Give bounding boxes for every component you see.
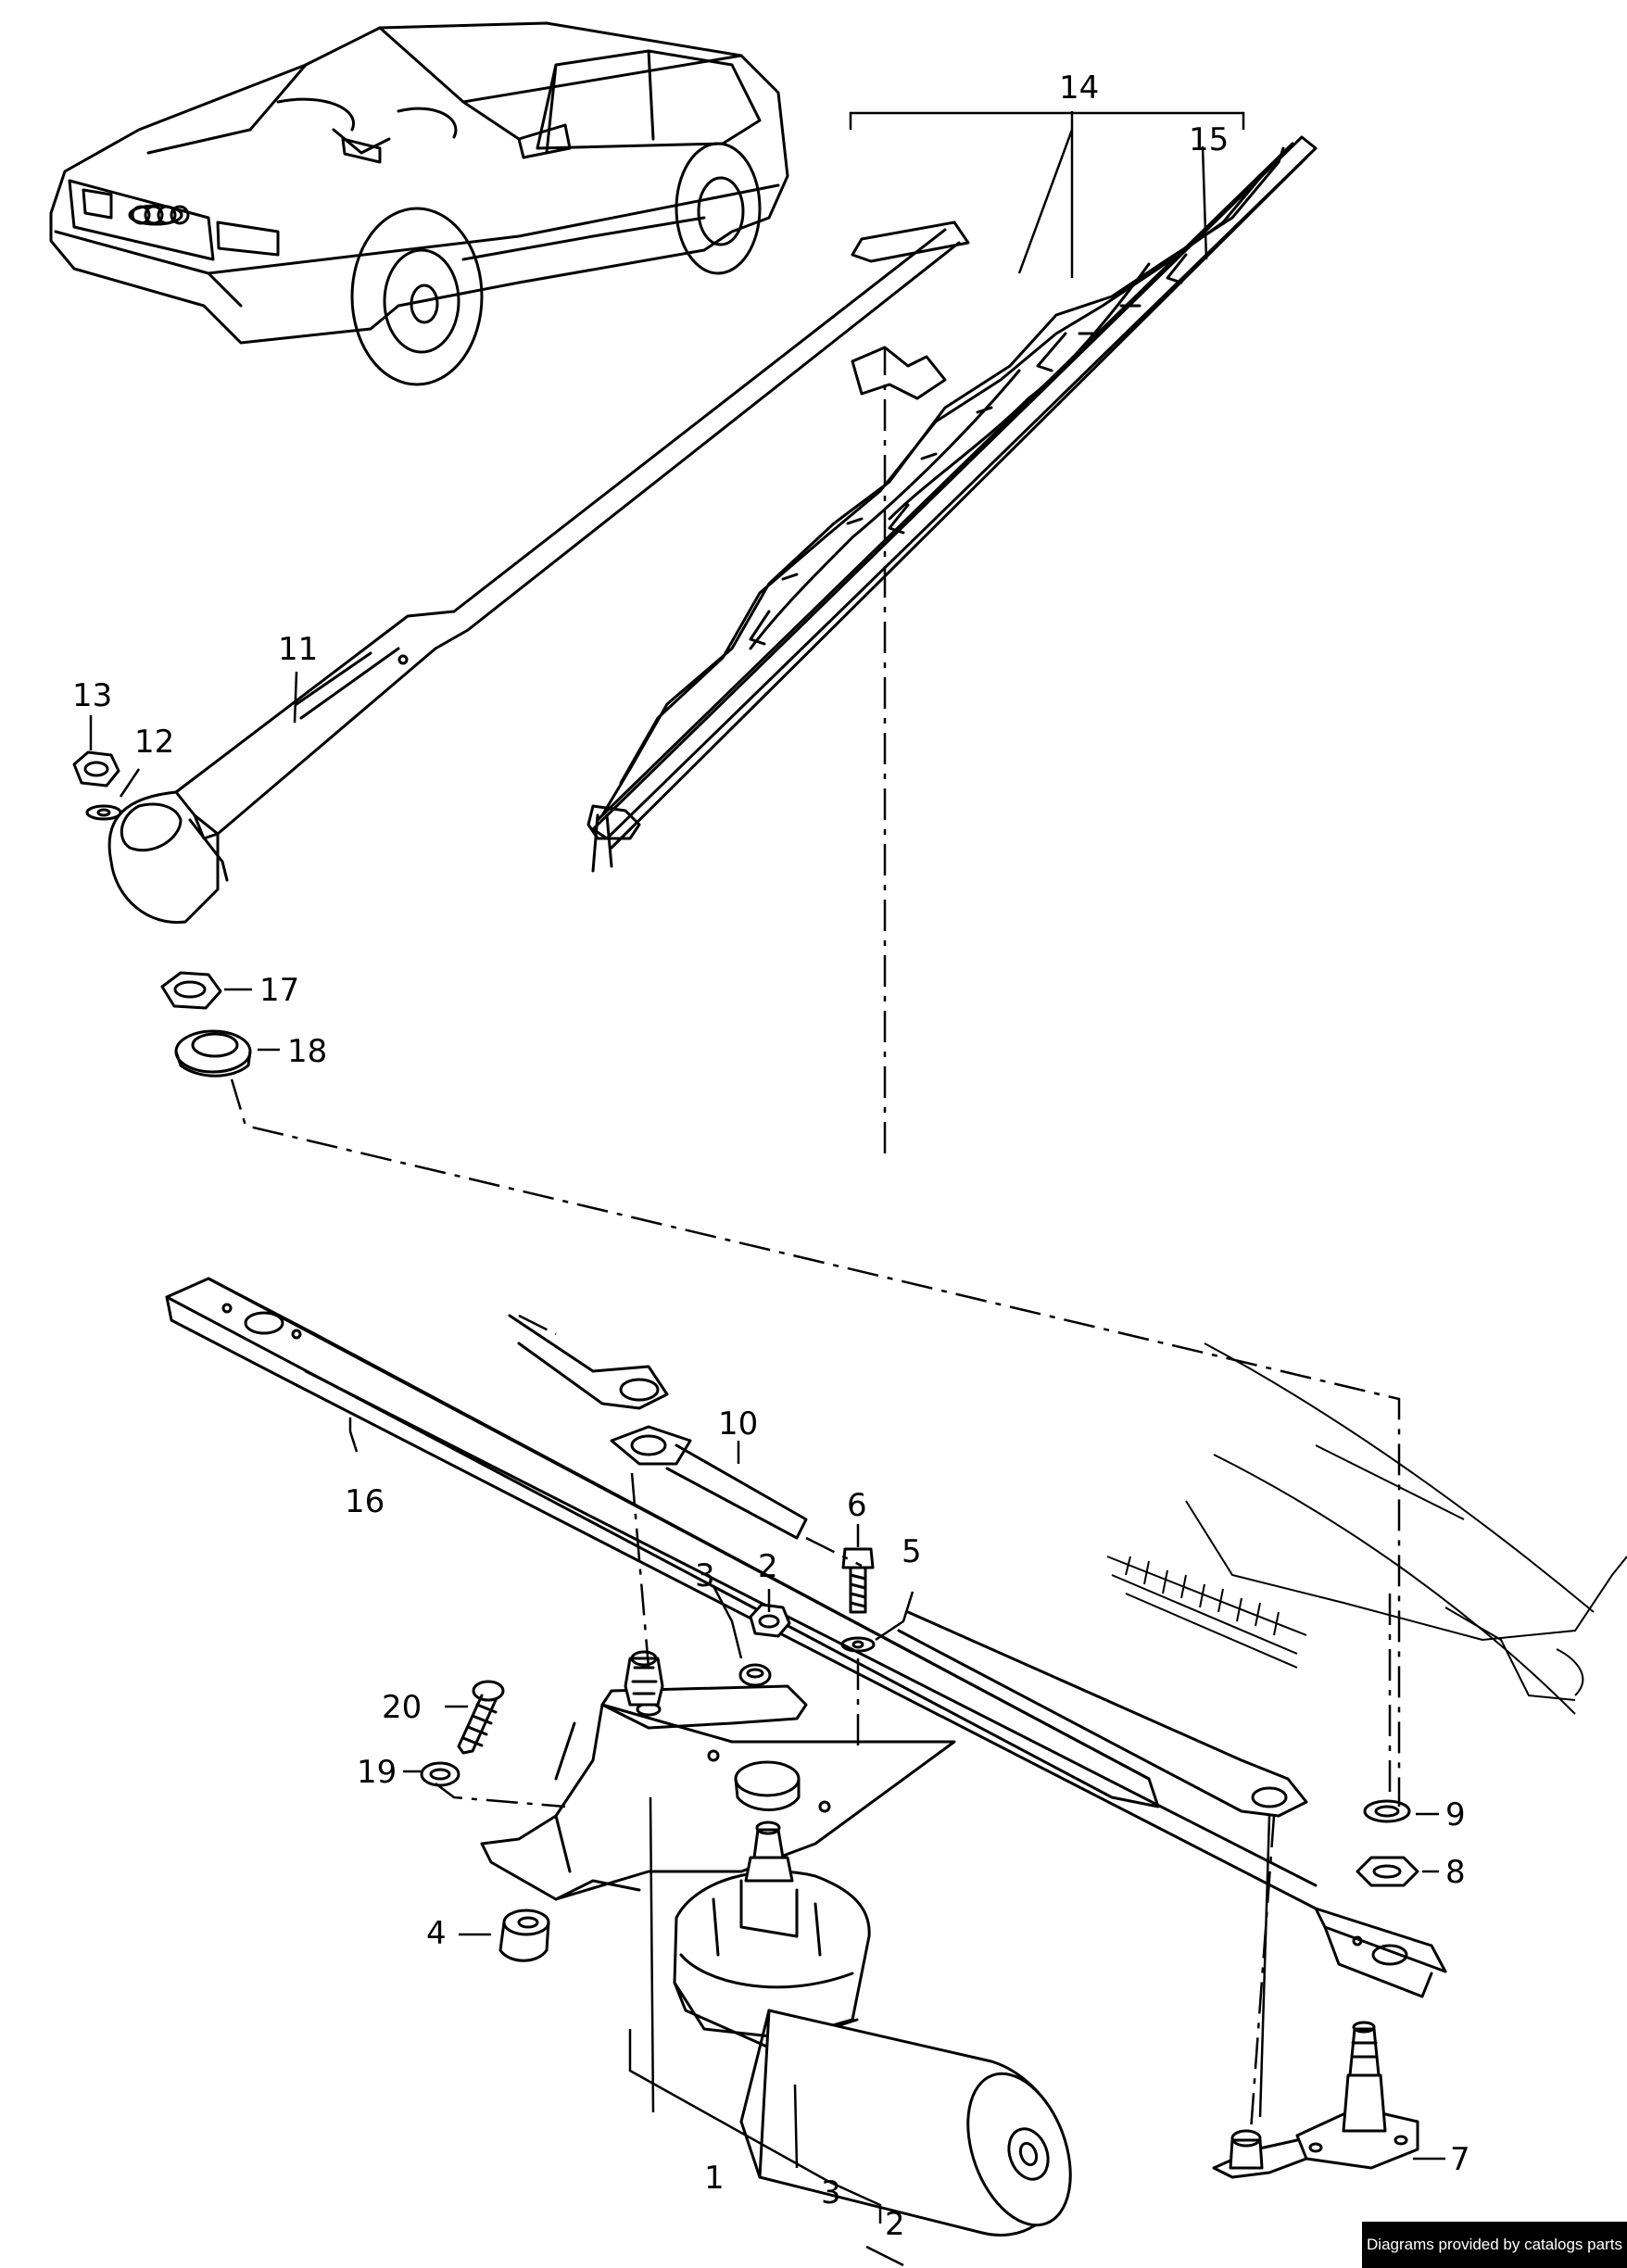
- nut-17: [160, 971, 222, 1010]
- wiper-arm: [107, 220, 970, 925]
- wiper-blade: [586, 135, 1318, 873]
- nut-13: [72, 750, 120, 788]
- callout-16: 16: [345, 1483, 385, 1520]
- callout-15: 15: [1189, 121, 1229, 158]
- callout-10: 10: [718, 1405, 758, 1443]
- callout-6: 6: [847, 1487, 867, 1524]
- callout-13: 13: [72, 677, 112, 714]
- callout-19: 19: [357, 1754, 397, 1791]
- callout-9: 9: [1445, 1796, 1466, 1833]
- assembly-lines: [230, 347, 1401, 2132]
- wiper-motor: [673, 1821, 1072, 2236]
- callout-20: 20: [382, 1689, 422, 1726]
- credit-badge: Diagrams provided by catalogs parts: [1362, 2222, 1627, 2268]
- washer-9: [1363, 1799, 1411, 1823]
- grommet-4: [498, 1909, 550, 1962]
- bolt-6: [841, 1547, 875, 1614]
- cross-member: [165, 1277, 1447, 1998]
- callout-2: 2: [758, 1548, 778, 1585]
- nut-8: [1356, 1856, 1419, 1887]
- callout-8: 8: [1445, 1854, 1466, 1891]
- callout-18: 18: [287, 1033, 327, 1070]
- callout-17: 17: [259, 972, 299, 1009]
- lock-washer-3: [738, 1663, 772, 1687]
- callout-7: 7: [1450, 2141, 1470, 2178]
- linkage-rods: [508, 1314, 1308, 1818]
- cowl-panel: [1106, 1342, 1627, 1715]
- callout-labels: 1 2 2 3 3 4 5 6 7 8 9 10 11 12 13 14 15 …: [72, 69, 1470, 2243]
- leader-lines: [89, 111, 1445, 2267]
- screw-20: [457, 1680, 505, 1755]
- washer-5: [840, 1636, 876, 1653]
- callout-4: 4: [426, 1915, 447, 1952]
- callout-12: 12: [134, 724, 174, 761]
- pivot-bearing-7: [1212, 2021, 1419, 2179]
- nut-2: [749, 1603, 791, 1638]
- car-illustration: [49, 21, 789, 386]
- callout-1: 1: [704, 2160, 725, 2197]
- washer-19: [420, 1761, 460, 1787]
- seal-18: [174, 1029, 252, 1077]
- callout-5: 5: [902, 1533, 922, 1570]
- washer-12: [85, 804, 122, 821]
- callout-11: 11: [278, 631, 318, 668]
- callout-3b: 3: [821, 2174, 841, 2211]
- callout-3: 3: [695, 1557, 715, 1594]
- callout-14: 14: [1059, 69, 1099, 107]
- pivot-stud-left: [624, 1650, 664, 1707]
- callout-2b: 2: [885, 2206, 905, 2243]
- linkage-frame: [480, 1684, 956, 1901]
